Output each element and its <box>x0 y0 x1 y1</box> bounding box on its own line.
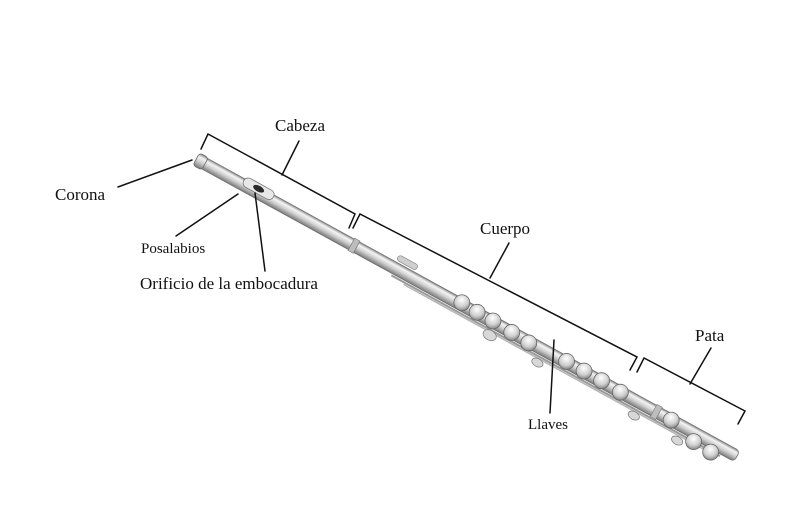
key <box>520 334 538 352</box>
cuerpo-bracket <box>352 212 639 371</box>
label-cuerpo: Cuerpo <box>480 219 531 238</box>
corona-leader <box>117 159 193 188</box>
cuerpo-leader <box>489 242 510 279</box>
label-posalabios: Posalabios <box>141 241 206 257</box>
key <box>671 435 684 446</box>
key <box>611 383 629 401</box>
key <box>593 372 610 390</box>
pata-bracket <box>636 356 747 425</box>
cabeza-leader <box>281 140 300 176</box>
key <box>482 329 497 342</box>
label-cabeza: Cabeza <box>275 116 326 135</box>
llaves-leader <box>549 339 555 414</box>
embouchure-hole <box>253 184 265 193</box>
thumb-key <box>397 255 418 270</box>
key <box>662 411 680 429</box>
orificio-leader <box>254 192 266 272</box>
label-pata: Pata <box>695 326 725 345</box>
key <box>702 443 720 461</box>
key <box>558 353 575 370</box>
key <box>468 303 486 321</box>
posalabios-leader <box>175 193 239 237</box>
label-corona: Corona <box>55 185 106 204</box>
keys <box>397 255 720 461</box>
crown <box>193 153 208 170</box>
key <box>575 362 593 380</box>
head-joint-ring <box>347 237 361 254</box>
key <box>453 294 471 312</box>
pata-leader <box>689 347 712 385</box>
flute <box>193 153 739 461</box>
key <box>531 357 544 368</box>
label-llaves: Llaves <box>528 417 568 433</box>
key-rod <box>403 283 711 454</box>
key <box>503 324 521 341</box>
cabeza-bracket <box>200 132 356 229</box>
key <box>484 312 502 330</box>
key <box>685 433 703 451</box>
key <box>627 410 640 421</box>
label-orificio: Orificio de la embocadura <box>140 274 318 293</box>
annotation-lines <box>117 132 747 425</box>
